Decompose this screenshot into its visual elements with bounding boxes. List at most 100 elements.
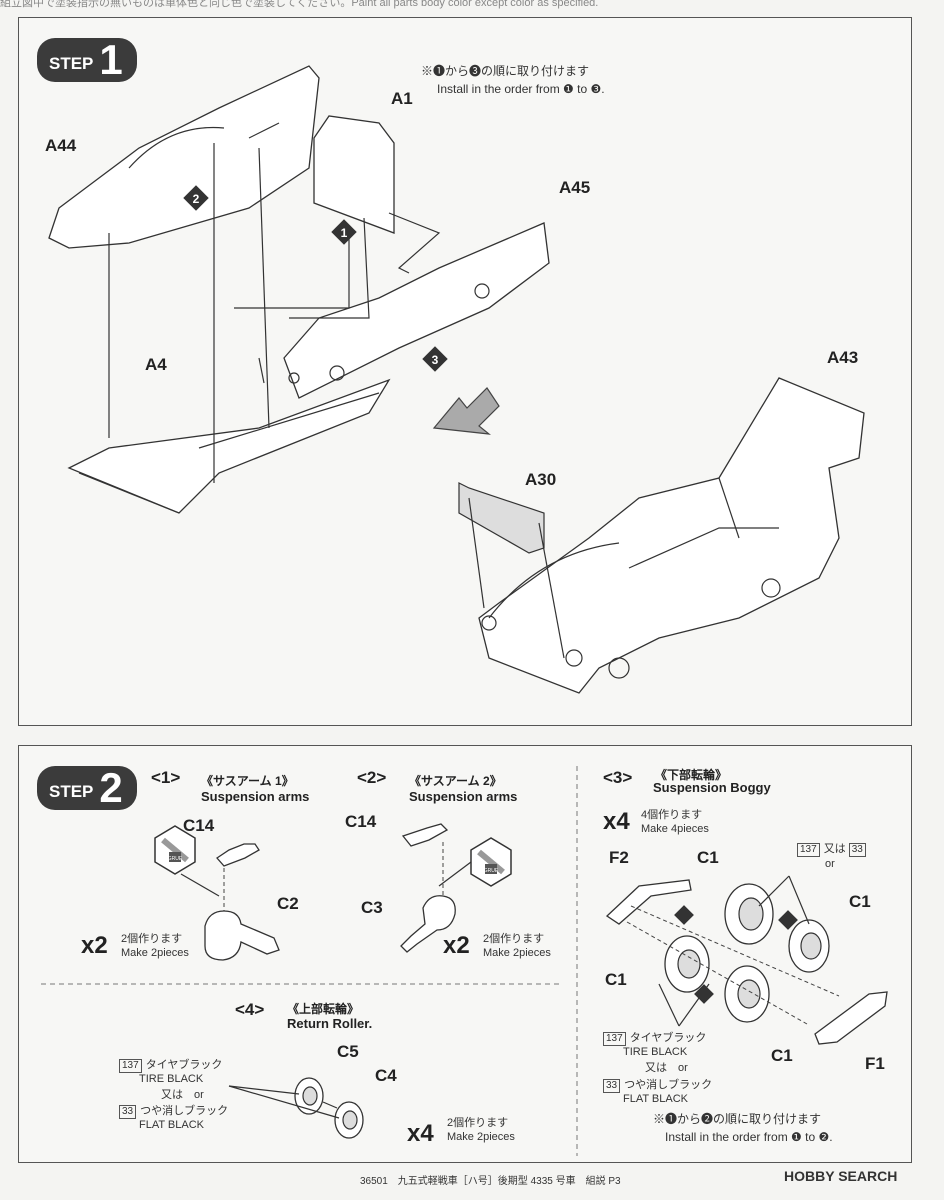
step-number: 1 bbox=[99, 36, 123, 83]
sub4-part-c5: C5 bbox=[337, 1042, 359, 1061]
sub4-count-jp: 2個作ります bbox=[447, 1117, 509, 1129]
sub3-part-f2: F2 bbox=[609, 848, 629, 867]
sub3-part-c1-left: C1 bbox=[605, 970, 627, 989]
header-strip: 組立図中で塗装指示の無いものは車体色と同じ色で塗装してください。Paint al… bbox=[0, 0, 599, 9]
paint1-jp: タイヤブラック bbox=[629, 1032, 707, 1044]
paint-number-137: 137 bbox=[797, 843, 820, 857]
sub2-count-en: Make 2pieces bbox=[483, 947, 551, 959]
svg-text:GRUE: GRUE bbox=[484, 868, 499, 874]
sub2-count-jp: 2個作ります bbox=[483, 933, 545, 945]
sub1-count-jp: 2個作ります bbox=[121, 933, 183, 945]
step-word: STEP bbox=[49, 54, 94, 73]
step2-drawing: GRUE GRUE bbox=[41, 766, 888, 1156]
c14-shape bbox=[216, 843, 260, 867]
marker-2b bbox=[674, 905, 694, 925]
or-jp: 又は bbox=[823, 843, 846, 855]
step1-panel: STEP 1 ※❶から❸の順に取り付けます Install in the ord… bbox=[18, 17, 912, 726]
paint-number-137: 137 bbox=[603, 1032, 626, 1046]
paint-number-33: 33 bbox=[848, 843, 866, 857]
paint2-jp: つや消しブラック bbox=[624, 1079, 713, 1091]
svg-text:1: 1 bbox=[341, 226, 348, 240]
wheel-4 bbox=[724, 965, 770, 1023]
sub4-en: Return Roller. bbox=[287, 1016, 373, 1031]
sub4-part-c4: C4 bbox=[375, 1066, 397, 1085]
or-jp: 又は bbox=[645, 1062, 667, 1074]
f1-shape bbox=[814, 991, 888, 1045]
sub3-part-f1: F1 bbox=[865, 1054, 885, 1073]
sub4-jp: 《上部転輪》 bbox=[287, 1002, 360, 1016]
step-number: 2 bbox=[99, 764, 123, 811]
part-a30: A30 bbox=[525, 470, 557, 489]
sub4-paint1-en: TIRE BLACK bbox=[139, 1073, 204, 1085]
sub3-paint1-en: TIRE BLACK bbox=[623, 1046, 688, 1058]
sub1-part-c2: C2 bbox=[277, 894, 299, 913]
sub1-count-en: Make 2pieces bbox=[121, 947, 189, 959]
a45-shape bbox=[283, 222, 550, 399]
sub3-part-c1-top: C1 bbox=[697, 848, 719, 867]
sub3-or-en: or bbox=[825, 858, 835, 870]
paint1-jp: タイヤブラック bbox=[145, 1059, 223, 1071]
sub3-paint2-en: FLAT BLACK bbox=[623, 1093, 689, 1105]
step1-badge: STEP 1 bbox=[37, 38, 137, 82]
glue-icon: GRUE bbox=[154, 825, 196, 875]
part-a4: A4 bbox=[145, 355, 167, 374]
sub4-multiplier: x4 bbox=[407, 1120, 434, 1147]
brand-logo: HOBBY SEARCH bbox=[784, 1168, 898, 1184]
step1-order-jp: ※❶から❸の順に取り付けます bbox=[421, 64, 590, 78]
c14b-shape bbox=[401, 823, 449, 847]
sub2-en: Suspension arms bbox=[409, 789, 518, 804]
sub4-number: <4> bbox=[235, 1000, 265, 1019]
f2-shape bbox=[605, 879, 692, 925]
sub2-multiplier: x2 bbox=[443, 932, 470, 959]
sub2-number: <2> bbox=[357, 768, 387, 787]
sub3-count-jp: 4個作ります bbox=[641, 809, 703, 821]
wheel-1 bbox=[724, 883, 774, 945]
step2-panel: STEP 2 <1> 《サスアーム 1》 Suspension arms C14… bbox=[18, 745, 912, 1163]
a44-shape bbox=[48, 65, 320, 249]
step2-badge: STEP 2 bbox=[37, 766, 137, 810]
a1-shape bbox=[313, 115, 395, 234]
part-a45: A45 bbox=[559, 178, 591, 197]
sub3-order-jp: ※❶から❷の順に取り付けます bbox=[653, 1112, 822, 1126]
sub3-order-en: Install in the order from ❶ to ❷. bbox=[665, 1130, 833, 1144]
sub1-number: <1> bbox=[151, 768, 181, 787]
or-en: or bbox=[678, 1062, 688, 1074]
or-jp: 又は bbox=[161, 1089, 183, 1101]
part-a43: A43 bbox=[827, 348, 859, 367]
svg-text:2: 2 bbox=[193, 192, 200, 206]
or-en: or bbox=[194, 1089, 204, 1101]
sub1-part-c14: C14 bbox=[183, 816, 215, 835]
sub1-en: Suspension arms bbox=[201, 789, 310, 804]
roller-c4 bbox=[334, 1101, 364, 1139]
paint-number-137: 137 bbox=[119, 1059, 142, 1073]
sub3-or: 又は or bbox=[645, 1061, 688, 1075]
sub2-part-c14: C14 bbox=[345, 812, 377, 831]
marker-3: 3 bbox=[422, 346, 448, 372]
step1-order-en: Install in the order from ❶ to ❸. bbox=[437, 82, 605, 96]
step-word: STEP bbox=[49, 782, 94, 801]
sub1-jp: 《サスアーム 1》 bbox=[201, 774, 294, 788]
marker-1: 1 bbox=[331, 219, 357, 245]
sub3-part-c1-right: C1 bbox=[849, 892, 871, 911]
c2-shape bbox=[204, 910, 280, 961]
sub2-jp: 《サスアーム 2》 bbox=[409, 774, 502, 788]
sub4-paint2-en: FLAT BLACK bbox=[139, 1119, 205, 1131]
sub3-en: Suspension Boggy bbox=[653, 780, 771, 795]
paint2-jp: つや消しブラック bbox=[140, 1105, 229, 1117]
sub1-multiplier: x2 bbox=[81, 932, 108, 959]
wheel-2 bbox=[788, 919, 830, 973]
c3-shape bbox=[400, 895, 456, 953]
glue-icon-2: GRUE bbox=[470, 837, 512, 887]
a4-shape bbox=[67, 378, 391, 514]
part-a44: A44 bbox=[45, 136, 77, 155]
sub4-count-en: Make 2pieces bbox=[447, 1131, 515, 1143]
footer-text: 36501 九五式軽戦車［ハ号］後期型 4335 号車 組説 P3 bbox=[360, 1176, 621, 1187]
roller-c5 bbox=[294, 1077, 324, 1115]
assembled-hull bbox=[478, 377, 865, 694]
paint-number-33: 33 bbox=[603, 1079, 621, 1093]
